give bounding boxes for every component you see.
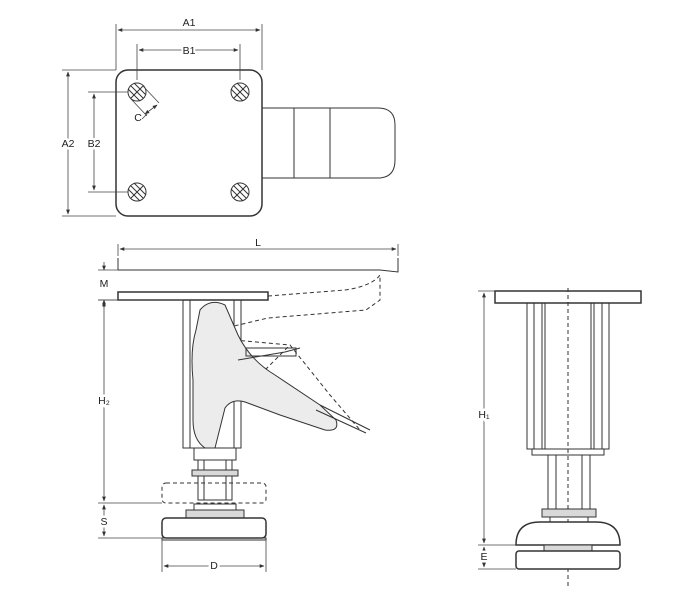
bolt-hole-br	[230, 182, 250, 202]
top-view: A1 B1 A2 B2 C	[59, 17, 396, 217]
dim-label-s: S	[100, 516, 107, 528]
dim-label-b2: B2	[88, 138, 101, 150]
dim-label-b1: B1	[183, 45, 196, 57]
bolt-hole-tr	[230, 82, 250, 102]
bolt-hole-bl	[127, 182, 147, 202]
side-view: L M H₂ S D	[96, 237, 399, 575]
front-view: H₁ E	[476, 288, 642, 586]
bolt-hole-tl	[127, 82, 147, 102]
dim-label-m: M	[100, 278, 109, 290]
dim-label-c: C	[134, 112, 142, 124]
dim-label-d: D	[210, 560, 218, 572]
dim-label-e: E	[480, 551, 487, 563]
dim-label-a1: A1	[183, 17, 196, 29]
dim-label-h2: H₂	[98, 395, 110, 407]
dim-label-l: L	[255, 237, 261, 249]
dim-label-a2: A2	[62, 138, 75, 150]
dim-label-h1: H₁	[478, 409, 490, 421]
